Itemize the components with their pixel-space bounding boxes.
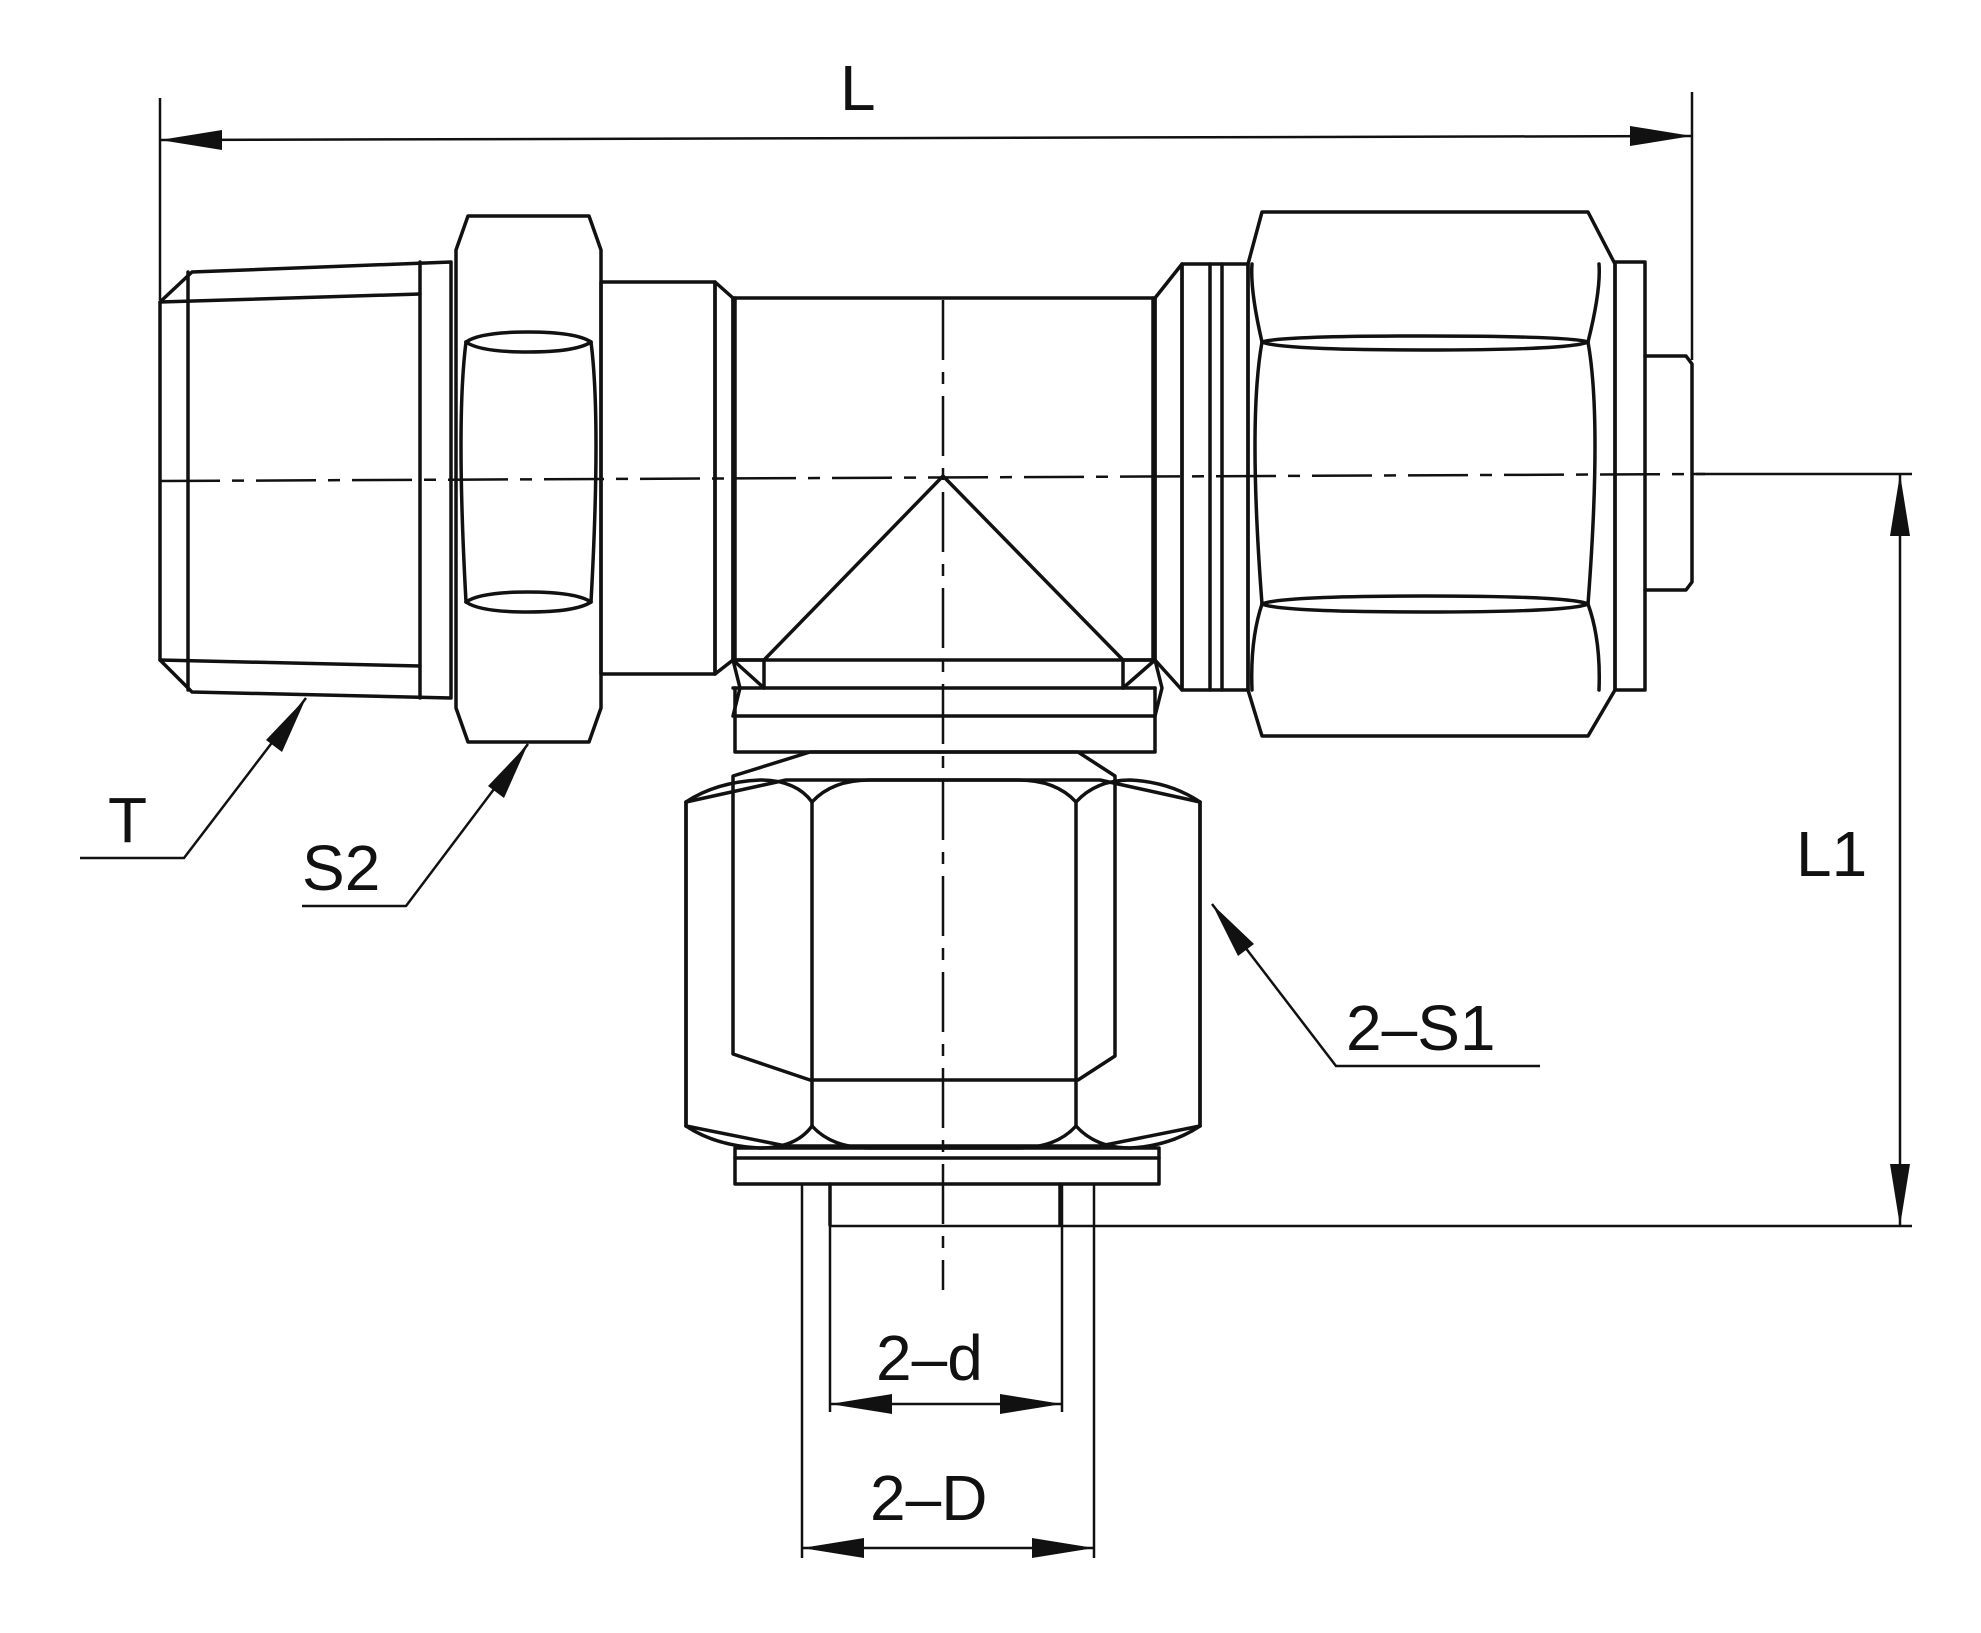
label-t: T [108,784,147,856]
bottom-tube [828,1182,1062,1227]
bottom-nut-s1 [684,750,1202,1186]
label-s2: S2 [302,832,380,904]
leader-s2: S2 [302,743,529,908]
hex-s2 [454,214,603,744]
right-nut [1153,210,1694,738]
label-l1: L1 [1796,818,1867,890]
dimension-d: 2–d [828,1184,1064,1414]
label-d: 2–d [876,1322,983,1394]
label-s1: 2–S1 [1346,992,1495,1064]
centerlines [159,300,1706,1290]
dimension-l: L [158,52,1694,360]
tee-body [731,296,1164,754]
leader-s1: 2–S1 [1211,903,1540,1068]
male-thread-end [158,260,453,700]
leader-t: T [80,697,307,860]
dimension-l1: L1 [830,472,1912,1228]
dimension-big-d: 2–D [800,1184,1096,1558]
label-big-d: 2–D [870,1462,987,1534]
label-l: L [840,52,876,124]
